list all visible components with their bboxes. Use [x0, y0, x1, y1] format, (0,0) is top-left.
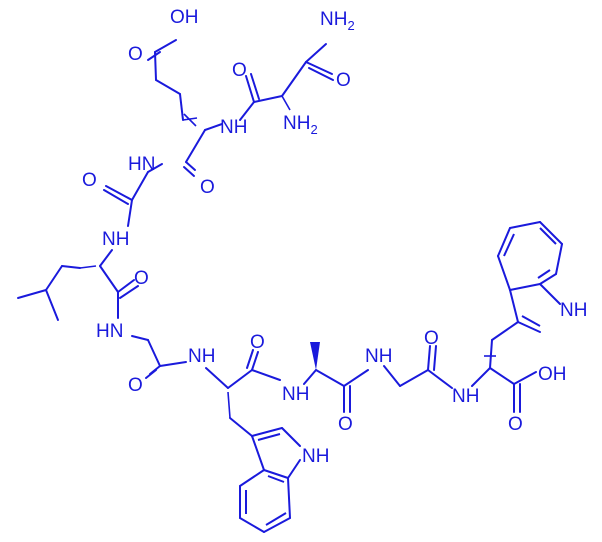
tryptophan-1 [205, 349, 301, 533]
asn-alpha-nh2: NH2 [283, 113, 318, 137]
trp1-carbonyl-o: O [250, 332, 265, 353]
amide-hn-2: HN [96, 321, 123, 342]
amide-hn-1: HN [128, 154, 155, 175]
gly2-carbonyl-o: O [128, 375, 143, 396]
glutamate-side-chain [147, 39, 184, 121]
tryptophan-2 [471, 221, 563, 413]
glu-carboxyl-o: O [128, 44, 143, 65]
gly3-carbonyl-o: O [424, 328, 439, 349]
carboxyl-o: O [508, 414, 523, 435]
leu-carbonyl-o: O [134, 268, 149, 289]
glycine-3 [383, 345, 453, 389]
glycine-1 [103, 163, 163, 227]
amide-nh-7: NH [452, 386, 479, 407]
gly1-carbonyl-o: O [82, 170, 97, 191]
amide-nh-6: NH [365, 346, 392, 367]
amide-nh-1: NH [220, 117, 247, 138]
carboxyl-oh: OH [538, 364, 567, 385]
ala-carbonyl-o: O [338, 414, 353, 435]
leucine [17, 249, 139, 321]
glu-carboxyl-oh: OH [170, 7, 199, 28]
asn-amide-nh2: NH2 [320, 9, 355, 33]
asparagine [239, 43, 334, 121]
glu-carbonyl-o: O [200, 177, 215, 198]
asn-carbonyl-o: O [232, 60, 247, 81]
amide-nh-4: NH [188, 346, 215, 367]
asn-side-o: O [336, 70, 351, 91]
trp1-indole-nh: NH [302, 446, 329, 467]
glycine-2 [131, 335, 187, 379]
amide-nh-3: NH [102, 229, 129, 250]
glu-backbone [182, 113, 223, 177]
amide-nh-5: NH [282, 384, 309, 405]
trp2-indole-nh: NH [560, 300, 587, 321]
alanine [303, 342, 369, 413]
